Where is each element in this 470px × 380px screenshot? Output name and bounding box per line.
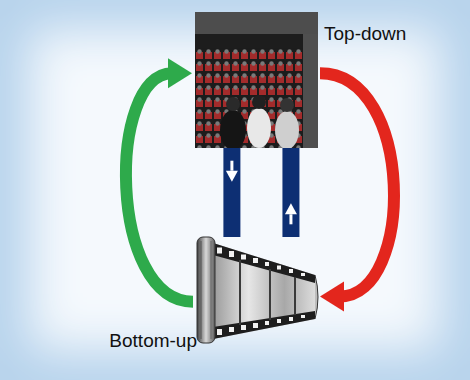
- arrow-head: [285, 203, 297, 214]
- arrow-shaft: [126, 73, 193, 302]
- arrow-shaft: [289, 214, 292, 224]
- audience-photo-node: Top-down: [195, 12, 318, 148]
- film-reel-node: Bottom-up: [195, 237, 318, 345]
- node-label: Bottom-up: [109, 331, 197, 352]
- blue-bar-arrow: [223, 148, 240, 237]
- film-reel: [197, 237, 318, 343]
- node-label: Top-down: [324, 24, 406, 45]
- arrow-head: [226, 171, 238, 182]
- blue-bar-arrow: [282, 148, 299, 237]
- arrow-shaft: [230, 161, 233, 171]
- arrow-head: [168, 58, 192, 88]
- audience-photo: [195, 12, 318, 150]
- arrow-shaft: [320, 73, 394, 296]
- green-curved-arrow: [126, 58, 193, 302]
- arrow-head: [320, 281, 344, 311]
- bar-shaft: [282, 148, 299, 237]
- red-curved-arrow: [320, 73, 394, 311]
- bar-shaft: [223, 148, 240, 237]
